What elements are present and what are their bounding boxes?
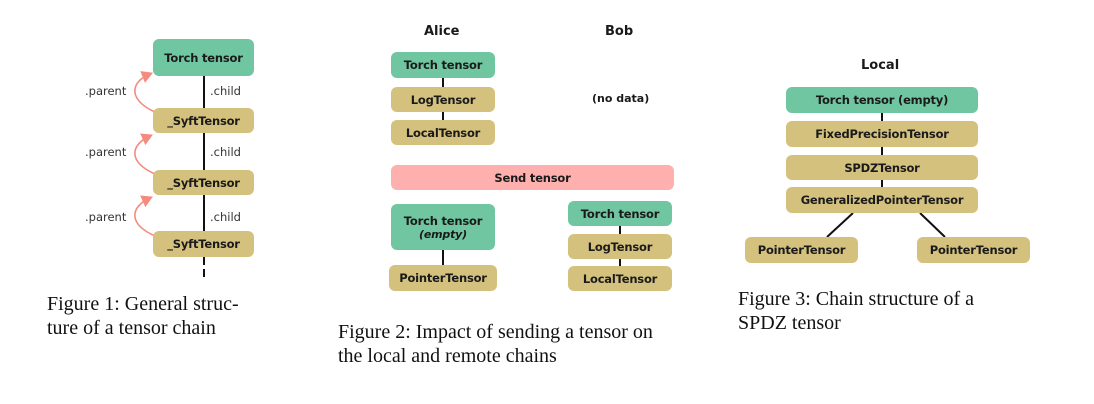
node-label: Torch tensor bbox=[580, 206, 660, 221]
send-tensor-bar: Send tensor bbox=[391, 165, 674, 190]
node-sublabel: (empty) bbox=[419, 227, 467, 241]
fig1-parent-arrows bbox=[134, 71, 156, 237]
caption-line: Figure 2: Impact of sending a tensor on bbox=[338, 321, 653, 343]
fig2-edges bbox=[442, 78, 621, 266]
node-label: Torch tensor bbox=[164, 50, 243, 65]
generalized-pointer-tensor-node: GeneralizedPointerTensor bbox=[786, 187, 978, 213]
pointer-tensor-node-left: PointerTensor bbox=[745, 237, 858, 263]
node-label: PointerTensor bbox=[399, 271, 487, 285]
node-label: LogTensor bbox=[410, 92, 476, 107]
caption-line: Figure 1: General struc- bbox=[47, 293, 239, 315]
node-label: Torch tensor bbox=[403, 213, 483, 228]
node-label: FixedPrecisionTensor bbox=[815, 127, 949, 141]
alice-heading: Alice bbox=[424, 24, 460, 39]
alice-torch-empty-node: Torch tensor (empty) bbox=[391, 204, 495, 250]
node-label: LocalTensor bbox=[582, 271, 658, 286]
parent-label: .parent bbox=[85, 145, 127, 159]
parent-label: .parent bbox=[85, 210, 127, 224]
node-label: _SyftTensor bbox=[167, 175, 240, 190]
fig3-edges bbox=[826, 113, 946, 238]
bob-torch-tensor-node: Torch tensor bbox=[568, 201, 672, 226]
alice-pointer-tensor-node: PointerTensor bbox=[389, 265, 497, 291]
node-label: PointerTensor bbox=[929, 243, 1018, 257]
caption-line: Figure 3: Chain structure of a bbox=[738, 288, 975, 310]
send-label: Send tensor bbox=[494, 170, 571, 185]
node-label: _SyftTensor bbox=[167, 113, 240, 128]
child-label: .child bbox=[210, 84, 241, 98]
figure1-caption: Figure 1: General struc- ture of a tenso… bbox=[47, 292, 239, 340]
fig1-syft-tensor-node: _SyftTensor bbox=[153, 108, 254, 133]
pointer-tensor-node-right: PointerTensor bbox=[917, 237, 1030, 263]
alice-log-tensor-node: LogTensor bbox=[391, 87, 495, 112]
node-label: GeneralizedPointerTensor bbox=[800, 193, 964, 207]
caption-line: SPDZ tensor bbox=[738, 312, 841, 334]
bob-no-data: (no data) bbox=[592, 92, 650, 105]
node-label: _SyftTensor bbox=[167, 237, 240, 251]
fig1-syft-tensor-node: _SyftTensor bbox=[153, 231, 254, 257]
fig1-syft-tensor-node: _SyftTensor bbox=[153, 170, 254, 195]
parent-label: .parent bbox=[85, 84, 127, 98]
alice-torch-tensor-node: Torch tensor bbox=[391, 52, 495, 78]
node-label: Torch tensor (empty) bbox=[815, 93, 949, 107]
node-label: LogTensor bbox=[587, 239, 653, 254]
figure3-caption: Figure 3: Chain structure of a SPDZ tens… bbox=[738, 287, 974, 335]
bob-log-tensor-node: LogTensor bbox=[568, 234, 672, 259]
node-label: PointerTensor bbox=[757, 243, 846, 257]
bob-local-tensor-node: LocalTensor bbox=[568, 266, 672, 291]
caption-line: ture of a tensor chain bbox=[47, 317, 216, 339]
alice-local-tensor-node: LocalTensor bbox=[391, 120, 495, 145]
node-label: SPDZTensor bbox=[844, 160, 920, 175]
child-label: .child bbox=[210, 145, 241, 159]
fixed-precision-tensor-node: FixedPrecisionTensor bbox=[786, 121, 978, 147]
fig1-torch-tensor-node: Torch tensor bbox=[153, 39, 254, 76]
local-heading: Local bbox=[861, 58, 900, 73]
figure2-caption: Figure 2: Impact of sending a tensor on … bbox=[338, 320, 653, 368]
child-label: .child bbox=[210, 210, 241, 224]
caption-line: the local and remote chains bbox=[338, 345, 557, 367]
fig3-torch-empty-node: Torch tensor (empty) bbox=[786, 87, 978, 113]
spdz-tensor-node: SPDZTensor bbox=[786, 155, 978, 180]
node-label: LocalTensor bbox=[405, 125, 481, 140]
node-label: Torch tensor bbox=[403, 58, 483, 72]
bob-heading: Bob bbox=[605, 24, 634, 39]
